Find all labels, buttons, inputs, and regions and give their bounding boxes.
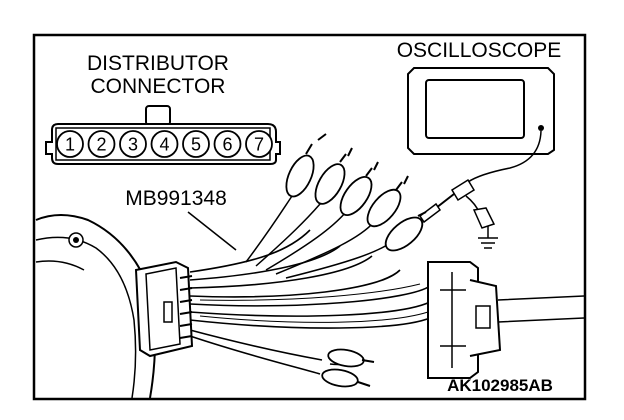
connector-pin-5 — [182, 130, 210, 158]
ground-icon — [478, 237, 498, 249]
connector-pin-6 — [213, 130, 242, 158]
probe-cable — [467, 130, 542, 183]
wire-harness-shading — [199, 283, 429, 323]
ground-clip — [465, 195, 498, 249]
connector-pin-label-1: 1 — [65, 135, 75, 155]
distributor-label-line1: DISTRIBUTOR — [87, 52, 229, 75]
lower-probe-clips — [321, 348, 375, 388]
figure-code: AK102985AB — [447, 376, 553, 395]
harness-left-connector — [134, 260, 194, 358]
oscilloscope — [407, 67, 555, 155]
connector-pin-4 — [150, 130, 179, 158]
oscilloscope-input-jack — [538, 125, 544, 131]
connector-pin-label-5: 5 — [191, 135, 201, 155]
connector-pin-label-3: 3 — [128, 135, 138, 155]
connector-pins: 1 2 3 4 5 6 7 — [56, 130, 273, 158]
distributor-label-line2: CONNECTOR — [91, 75, 226, 98]
tool-leader-line — [187, 211, 237, 251]
connector-pin-label-4: 4 — [159, 135, 169, 155]
connector-pin-7 — [245, 130, 273, 158]
connector-pin-label-7: 7 — [254, 135, 264, 155]
connector-pin-label-2: 2 — [96, 135, 106, 155]
diagram-frame — [32, 33, 587, 401]
probe-tip — [418, 178, 476, 224]
oscilloscope-label: OSCILLOSCOPE — [397, 39, 562, 62]
wire-harness — [189, 229, 431, 375]
harness-right-connector — [427, 261, 585, 379]
connector-pin-3 — [119, 130, 147, 158]
harness-probe-clips — [245, 133, 427, 279]
connector-pin-2 — [87, 130, 116, 158]
connector-pin-1 — [56, 130, 84, 158]
tool-number-label: MB991348 — [125, 187, 227, 210]
connector-pin-label-6: 6 — [222, 135, 232, 155]
distributor-connector-face: 1 2 3 4 5 6 7 — [45, 105, 281, 165]
oscilloscope-screen — [425, 79, 525, 139]
